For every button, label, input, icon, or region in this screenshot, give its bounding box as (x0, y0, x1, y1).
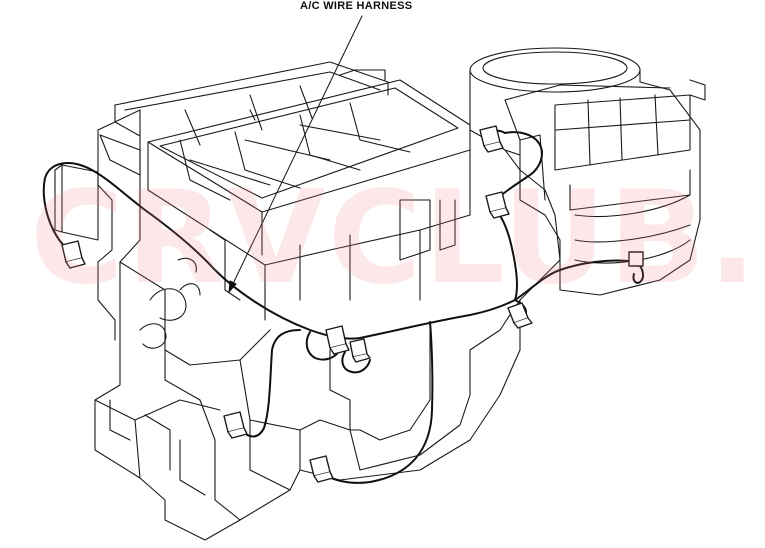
ac-wire-harness (42, 129, 645, 484)
connector-blower-resistor (628, 251, 644, 267)
heater-unit-housing (54, 109, 561, 541)
connector-center-a (325, 325, 347, 349)
blower-housing (469, 47, 706, 296)
evaporator-case-top (114, 61, 471, 321)
harness-connectors (61, 125, 644, 483)
callout-leader (228, 15, 363, 293)
connector-center-b (349, 338, 368, 358)
callout-label-ac-wire-harness: A/C WIRE HARNESS (300, 0, 413, 12)
